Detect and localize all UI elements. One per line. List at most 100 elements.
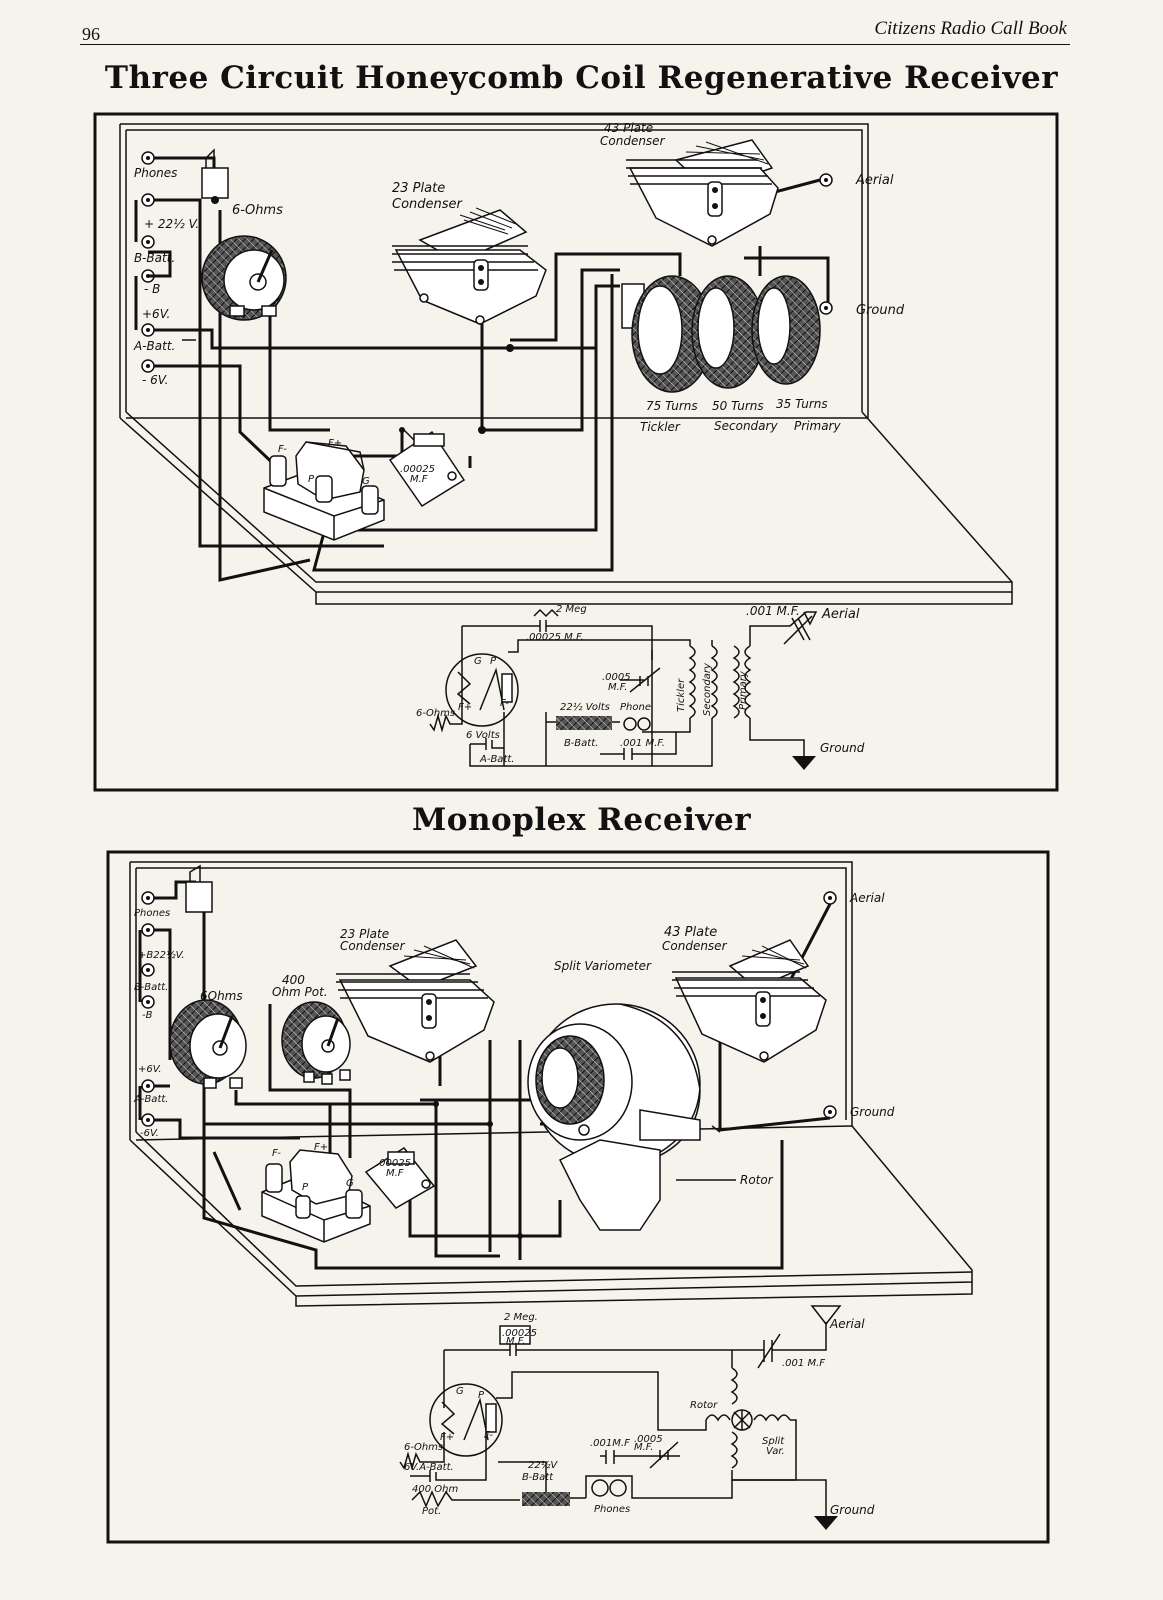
sch1-bvolts: 22½ Volts	[560, 701, 610, 713]
label-cond43b-2: Condenser	[662, 939, 728, 953]
sch1-antcond: .001 M.F.	[746, 604, 800, 618]
condenser-23-1	[392, 207, 547, 325]
label-p-2: P	[302, 1182, 309, 1193]
variometer-2	[527, 1003, 721, 1231]
sch2-g: G	[456, 1386, 464, 1397]
sch2-rotor: Rotor	[690, 1400, 718, 1411]
sch2-rheostat: 6-Ohms	[404, 1442, 443, 1453]
sch2-var: Var.	[766, 1446, 785, 1457]
wiring-labels-2: Phones +B22½V. B-Batt. -B +6V. A-Batt. -…	[133, 891, 895, 1193]
label-fplus-1: F+	[328, 438, 342, 449]
label-aerial-1: Aerial	[855, 173, 894, 188]
sch2-bypass: .001M.F	[590, 1438, 630, 1449]
sch2-fminus: F-	[484, 1430, 493, 1441]
panel-baseboard-1	[119, 123, 1013, 605]
label-p-1: P	[308, 474, 315, 485]
label-tickler-1: Tickler	[640, 420, 681, 434]
diagram1-frame	[93, 112, 1059, 792]
phone-jack-2	[185, 864, 213, 913]
schematic-1	[429, 608, 818, 770]
sch2-ground: Ground	[830, 1503, 875, 1517]
sch1-abatt: A-Batt.	[479, 754, 514, 765]
sch2-aerial: Aerial	[829, 1317, 865, 1331]
label-cond43b-1: Condenser	[600, 134, 666, 148]
sch2-p: P	[478, 1390, 485, 1401]
honeycomb-coils-1	[621, 275, 821, 393]
label-plusb-2: +B22½V.	[138, 949, 185, 961]
label-fminus-1: F-	[278, 444, 287, 455]
diagram2-frame	[106, 850, 1050, 1544]
schematic-2	[399, 1305, 842, 1530]
sch2-pot: 400 Ohm	[412, 1484, 458, 1495]
label-bbatt-1: B-Batt.	[134, 251, 175, 265]
sch1-p: P	[490, 656, 497, 667]
label-rheostat-2: 6Ohms	[200, 989, 243, 1003]
sch1-aerial: Aerial	[821, 607, 860, 622]
sch1-bbatt: B-Batt.	[564, 738, 598, 749]
label-plus6-2: +6V.	[138, 1064, 162, 1075]
sch1-varcond: .0005	[602, 672, 631, 683]
condenser-43-1	[626, 139, 779, 247]
grid-condenser-2	[364, 1147, 436, 1209]
schematic-labels-1: 2 Meg .00025 M.F. .0005 M.F. .001 M.F. A…	[416, 604, 865, 765]
diagram2: Phones +B22½V. B-Batt. -B +6V. A-Batt. -…	[106, 850, 1050, 1544]
sch2-varcondmf: M.F.	[634, 1442, 653, 1453]
sch1-rheostat: 6-Ohms	[416, 708, 455, 719]
binding-posts-1	[141, 151, 833, 373]
condenser-43-2	[672, 939, 827, 1063]
label-aerial-2: Aerial	[849, 891, 885, 905]
sch1-fplus: F+	[458, 702, 472, 713]
label-gridcondmf-1: M.F	[410, 474, 428, 485]
tube-symbol-1	[445, 653, 519, 727]
label-secondary-1: Secondary	[714, 419, 778, 433]
label-abatt-2: A-Batt.	[133, 1094, 168, 1105]
schematic-labels-2: 2 Meg. .00025 M.F. Aerial .001 M.F Rotor…	[404, 1312, 875, 1517]
potentiometer-2	[281, 1001, 351, 1085]
diagram2-title: Monoplex Receiver	[411, 802, 752, 838]
book-title: Citizens Radio Call Book	[874, 18, 1067, 39]
label-gridcondmf-2: M.F	[386, 1168, 404, 1179]
diagram1: Phones + 22½ V. B-Batt. - B +6V. A-Batt.…	[93, 112, 1059, 792]
label-cond23-1: 23 Plate	[392, 181, 445, 196]
wiring-2	[138, 880, 832, 1270]
label-cond23-2: 23 Plate	[340, 927, 389, 941]
label-35turns-1: 35 Turns	[776, 397, 828, 411]
header-rule	[80, 44, 1070, 45]
sch1-avolts: 6 Volts	[466, 730, 500, 741]
sch1-secondary: Secondary	[702, 662, 713, 716]
sch2-bvolts: 22½V	[528, 1459, 558, 1471]
sch2-leak: 2 Meg.	[504, 1312, 538, 1323]
label-bbatt-2: B-Batt.	[134, 982, 168, 993]
label-fminus-2: F-	[272, 1148, 281, 1159]
sch2-varcond: .0005	[634, 1434, 663, 1445]
tube-socket-1	[263, 441, 385, 541]
label-cond43-1: 43 Plate	[604, 121, 653, 135]
label-abatt-1: A-Batt.	[133, 339, 175, 353]
phone-jack-1	[201, 148, 229, 204]
sch2-fplus: F+	[440, 1432, 454, 1443]
label-50turns-1: 50 Turns	[712, 399, 764, 413]
sch2-gridcond: .00025	[502, 1328, 537, 1339]
grid-condenser-1	[388, 429, 466, 508]
tube-symbol-2	[429, 1383, 503, 1457]
label-g-2: G	[346, 1178, 354, 1189]
sch2-antcond: .001 M.F	[782, 1358, 825, 1369]
wiring-1	[134, 156, 830, 582]
label-ground-2: Ground	[850, 1105, 895, 1119]
label-cond23b-2: Condenser	[340, 939, 406, 953]
diagram1-title: Three Circuit Honeycomb Coil Regenerativ…	[104, 60, 1059, 96]
label-cond43-2: 43 Plate	[664, 925, 717, 940]
label-gridcond-2: .00025	[376, 1158, 411, 1169]
rheostat-2	[169, 999, 247, 1089]
page-number: 96	[82, 24, 100, 44]
sch1-ground: Ground	[820, 741, 865, 755]
label-rheostat-1: 6-Ohms	[232, 203, 283, 218]
label-phones-2: Phones	[134, 908, 170, 919]
label-cond23b-1: Condenser	[392, 197, 464, 212]
label-plus22-1: + 22½ V.	[144, 217, 199, 231]
sch2-split: Split	[762, 1436, 785, 1447]
sch2-gridcondmf: M.F.	[506, 1336, 525, 1347]
label-minusb-2: -B	[142, 1010, 153, 1021]
label-plus6-1: +6V.	[142, 307, 170, 321]
